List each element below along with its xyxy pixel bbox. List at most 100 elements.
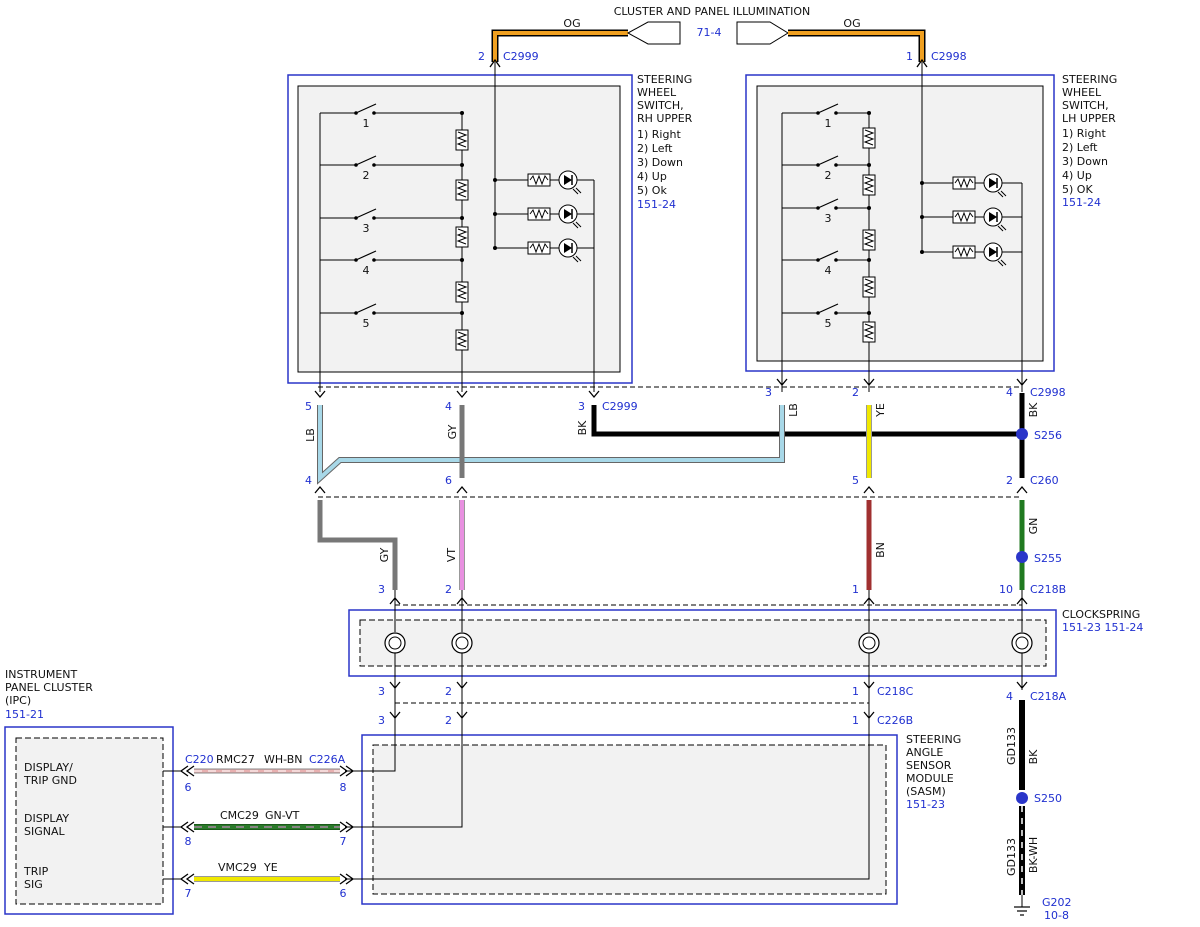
- ipc-module: INSTRUMENT PANEL CLUSTER (IPC) 151-21 DI…: [4, 668, 174, 915]
- ground-name[interactable]: G202: [1042, 896, 1072, 909]
- clockspring-refs[interactable]: 151-23 151-24: [1062, 621, 1143, 634]
- illumination-ref[interactable]: 71-4: [697, 26, 722, 39]
- c260-pin-6: 6: [445, 474, 452, 487]
- connector-chevron: [456, 485, 468, 494]
- switch-number: 4: [363, 264, 370, 277]
- s256-label[interactable]: S256: [1034, 429, 1062, 442]
- s250-splice[interactable]: [1016, 792, 1028, 804]
- c226b-connector[interactable]: C226B: [877, 714, 913, 727]
- ipc-wire1-right-conn[interactable]: C226A: [309, 753, 346, 766]
- lh-ref[interactable]: 151-24: [1062, 196, 1101, 209]
- switch-contact: [817, 303, 839, 314]
- rh-item-2: 2) Left: [637, 142, 673, 155]
- ipc-pin1-line1: DISPLAY/: [24, 761, 73, 774]
- sasm-ref[interactable]: 151-23: [906, 798, 945, 811]
- sasm-title-1: STEERING: [906, 733, 961, 746]
- connector-chevron: [588, 390, 600, 399]
- og-label-right: OG: [843, 17, 860, 30]
- clockspring-coil: [1011, 632, 1033, 654]
- c218c-connector[interactable]: C218C: [877, 685, 914, 698]
- vt-label: VT: [445, 548, 458, 563]
- ipc-title-3: (IPC): [5, 694, 31, 707]
- switch-number: 2: [363, 169, 370, 182]
- ipc-ref[interactable]: 151-21: [5, 708, 44, 721]
- ipc-wire1-left-pin: 6: [185, 781, 192, 794]
- lh-item-4: 4) Up: [1062, 169, 1092, 182]
- lh-module-inner: [756, 85, 1044, 362]
- c260-connector[interactable]: C260: [1030, 474, 1059, 487]
- s255-label[interactable]: S255: [1034, 552, 1062, 565]
- sasm-title-3: SENSOR: [906, 759, 952, 772]
- switch-number: 1: [825, 117, 832, 130]
- lh-top-connector[interactable]: C2998: [931, 50, 967, 63]
- sasm-module: STEERING ANGLE SENSOR MODULE (SASM) 151-…: [345, 715, 961, 905]
- c218b-connector[interactable]: C218B: [1030, 583, 1066, 596]
- connector-chevron: [1016, 596, 1028, 605]
- connector-arrow-left: [626, 21, 681, 45]
- rh-title-1: STEERING: [637, 73, 692, 86]
- s255-splice[interactable]: [1016, 551, 1028, 563]
- lh-item-3: 3) Down: [1062, 155, 1108, 168]
- connector-chevron: [1016, 378, 1028, 387]
- lb-label-2: LB: [787, 403, 800, 417]
- ipc-wire1-left-conn[interactable]: C220: [185, 753, 214, 766]
- switch-contact: [817, 250, 839, 261]
- gy-label-2: GY: [378, 547, 391, 562]
- connector-arrows: [314, 378, 1028, 720]
- c218c-pin-1: 1: [852, 685, 859, 698]
- lh-pin-2: 2: [852, 386, 859, 399]
- ipc-wire2-color: GN-VT: [265, 809, 300, 822]
- sasm-inner: [372, 744, 887, 895]
- switch-contact: [355, 250, 377, 261]
- connector-chevron: [314, 390, 326, 399]
- c218a-connector[interactable]: C218A: [1030, 690, 1067, 703]
- ipc-wire1-right-pin: 8: [340, 781, 347, 794]
- rh-bottom-connector[interactable]: C2999: [602, 400, 638, 413]
- ipc-wire1-color: WH-BN: [264, 753, 303, 766]
- og-wire-left: [493, 31, 628, 62]
- ipc-wire3-color: YE: [263, 861, 278, 874]
- connector-chevron: [389, 711, 401, 720]
- lh-item-2: 2) Left: [1062, 141, 1098, 154]
- c218b-pin-3: 3: [378, 583, 385, 596]
- connector-chevron: [1016, 485, 1028, 494]
- sasm-title-4: MODULE: [906, 772, 954, 785]
- switch-contact: [817, 103, 839, 114]
- bk-label-1: BK: [576, 420, 589, 436]
- switch-contact: [355, 303, 377, 314]
- rh-title-4: RH UPPER: [637, 112, 693, 125]
- c218b-pin-2: 2: [445, 583, 452, 596]
- c226b-pin-3: 3: [378, 714, 385, 727]
- bk-wire-rh: [591, 405, 1022, 437]
- gy-label-1: GY: [446, 424, 459, 439]
- rh-top-connector[interactable]: C2999: [503, 50, 539, 63]
- middle-harness: GY VT BN GN S255 3 2 1 10 C218B: [317, 500, 1066, 596]
- switch-number: 3: [825, 212, 832, 225]
- lh-item-1: 1) Right: [1062, 127, 1106, 140]
- connector-chevron: [863, 378, 875, 387]
- connector-chevron: [1016, 681, 1028, 690]
- bk-label-2: BK: [1027, 402, 1040, 418]
- lh-pin-4: 4: [1006, 386, 1013, 399]
- clockspring-title: CLOCKSPRING: [1062, 608, 1140, 621]
- rh-ref[interactable]: 151-24: [637, 198, 676, 211]
- ipc-wire2-circuit: CMC29: [220, 809, 259, 822]
- switch-contact: [817, 198, 839, 209]
- lh-bottom-connector[interactable]: C2998: [1030, 386, 1066, 399]
- s250-label[interactable]: S250: [1034, 792, 1062, 805]
- connector-chevron: [456, 390, 468, 399]
- lb-wire: [318, 405, 784, 483]
- ipc-wire1-circuit: RMC27: [216, 753, 255, 766]
- switch-number: 2: [825, 169, 832, 182]
- ground-ref[interactable]: 10-8: [1044, 909, 1069, 922]
- sasm-title-2: ANGLE: [906, 746, 943, 759]
- ipc-pin2-line2: SIGNAL: [24, 825, 66, 838]
- s256-splice[interactable]: [1016, 428, 1028, 440]
- switch-contact: [817, 155, 839, 166]
- clockspring-coil: [858, 632, 880, 654]
- lh-title-4: LH UPPER: [1062, 112, 1116, 125]
- lh-item-5: 5) OK: [1062, 183, 1093, 196]
- ipc-pin3-line2: SIG: [24, 878, 43, 891]
